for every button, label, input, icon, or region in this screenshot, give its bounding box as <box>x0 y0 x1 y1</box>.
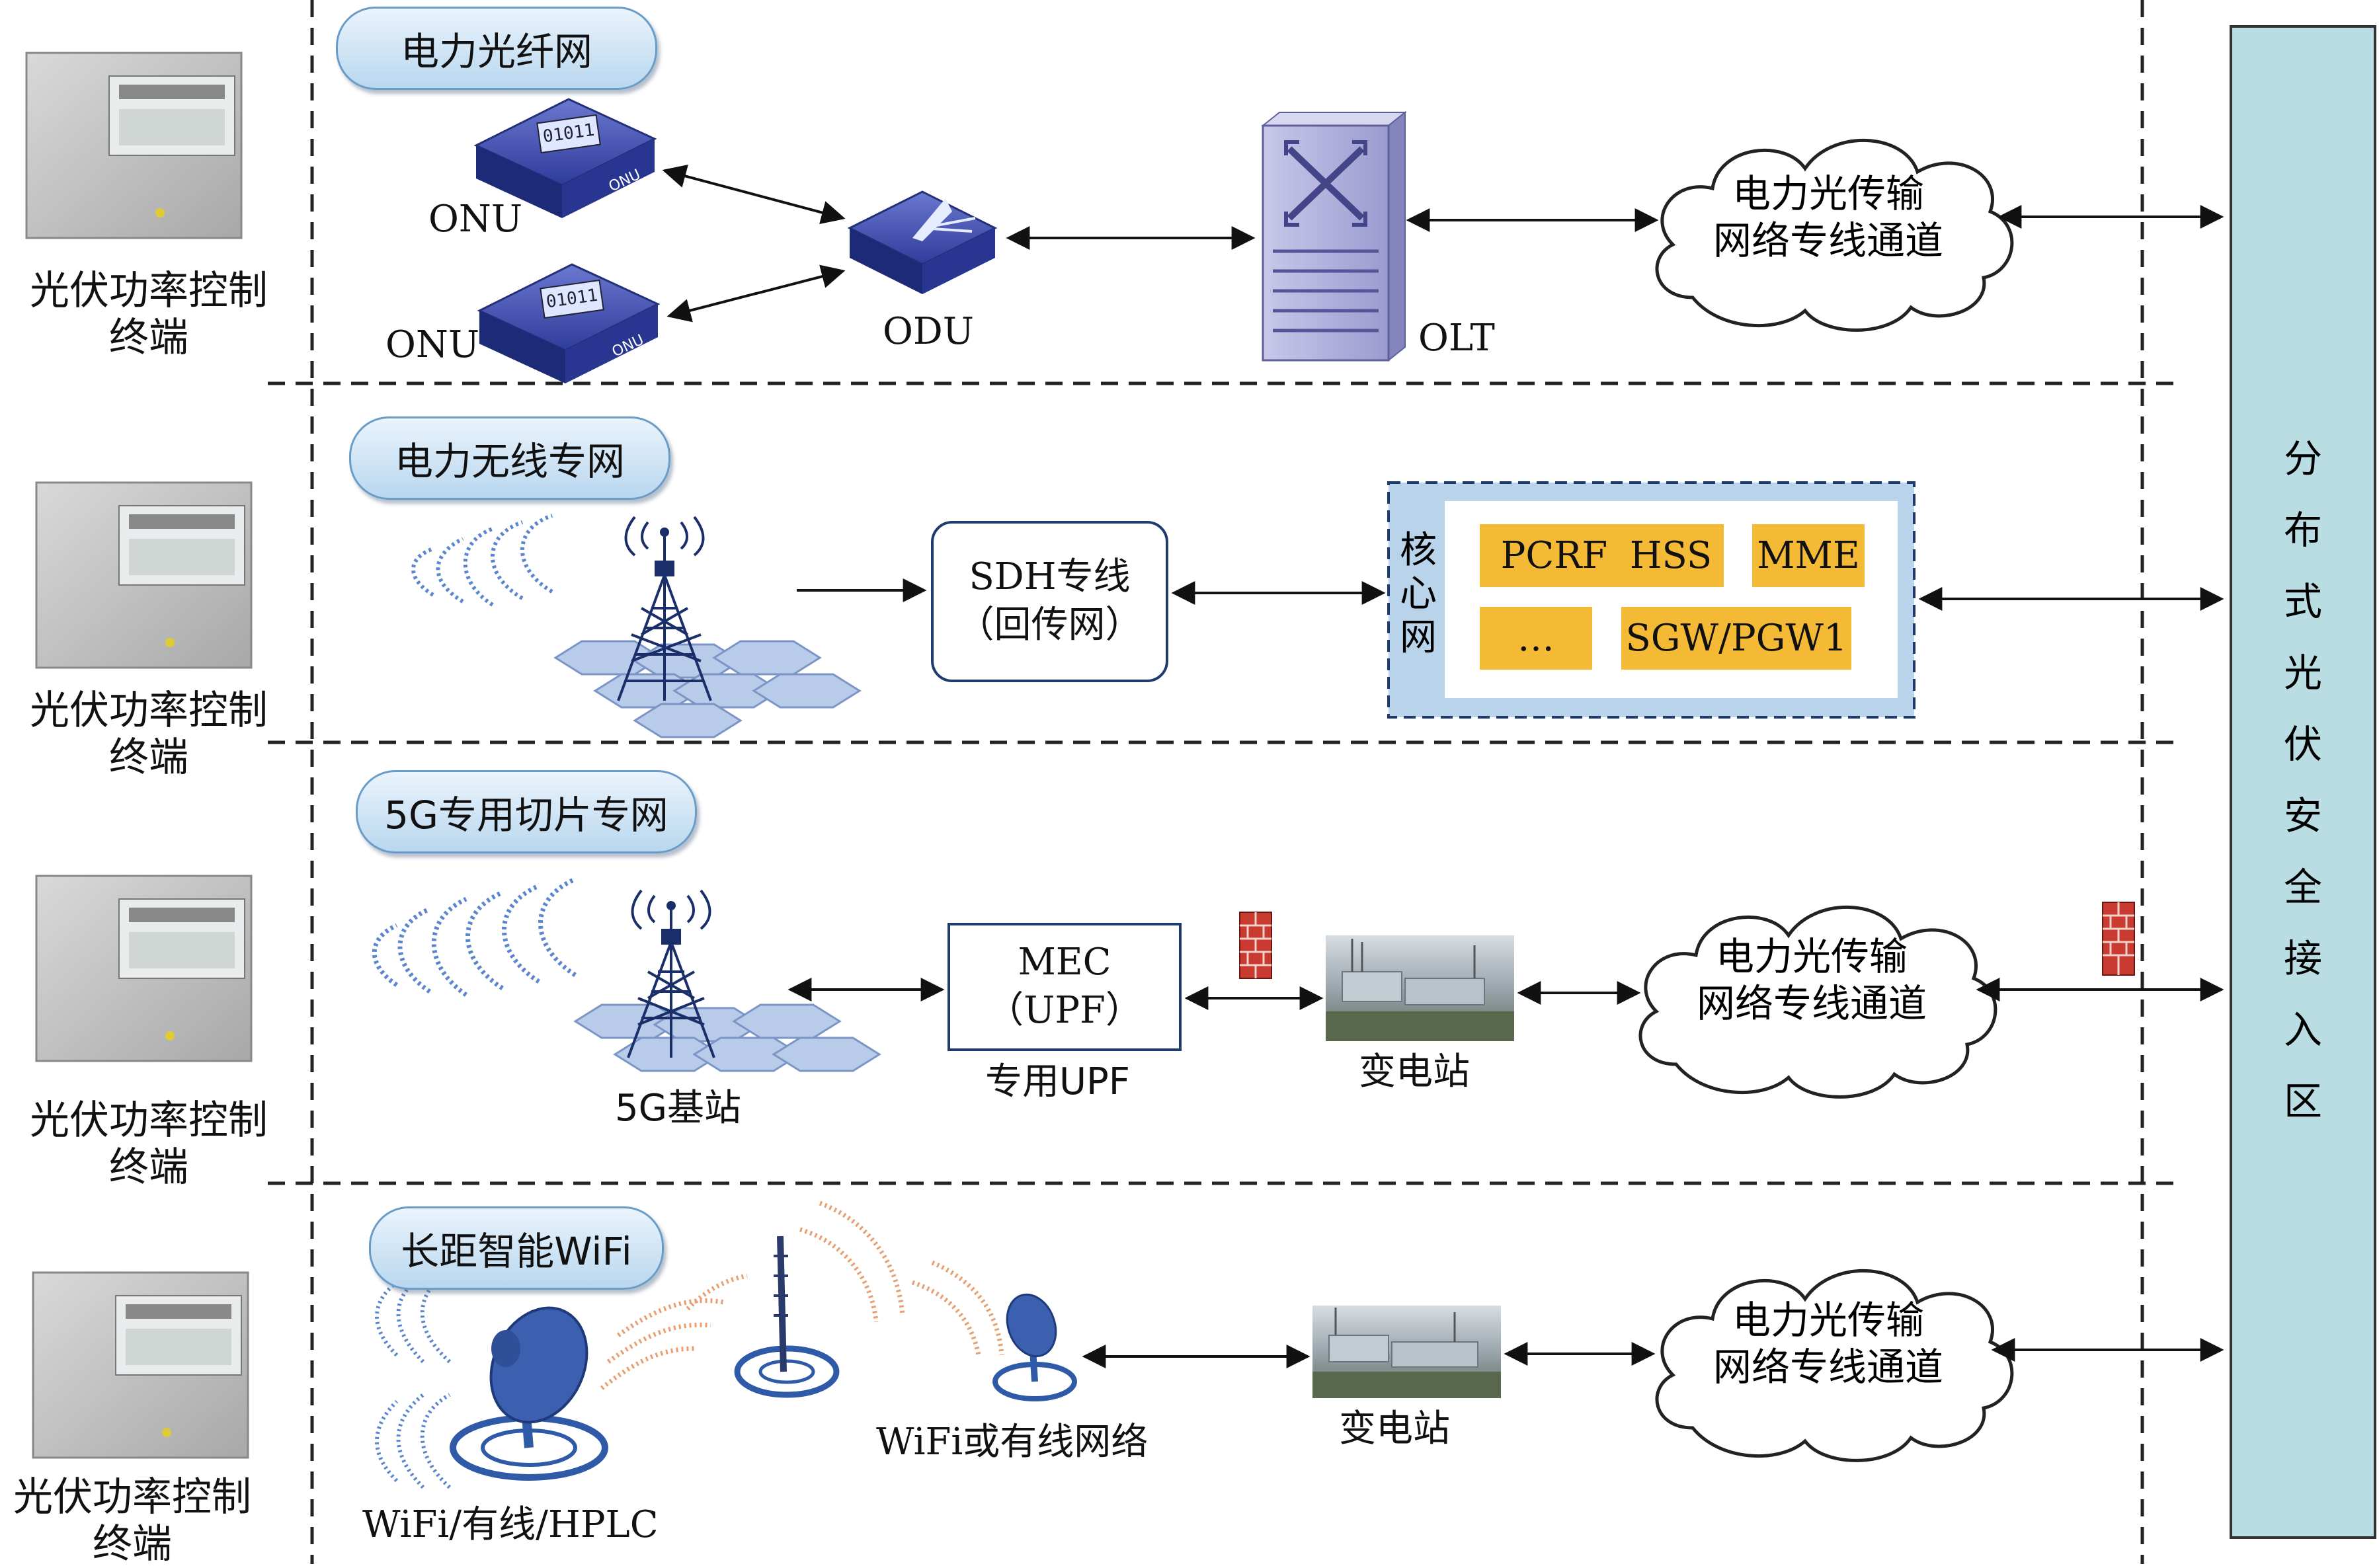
core-item-hss: HSS <box>1618 524 1724 587</box>
cloud-text-1: 电力光传输 网络专线通道 <box>1713 171 1943 263</box>
cloud-text-3: 电力光传输 网络专线通道 <box>1713 1298 1943 1390</box>
firewall-icon-2 <box>2102 902 2135 976</box>
terminal-device-1 <box>25 52 243 239</box>
5g-base-station <box>573 889 881 1072</box>
wireless-base-station <box>553 516 862 738</box>
olt-device <box>1261 110 1407 362</box>
label-onu-top: ONU <box>428 198 523 241</box>
label-wifi-local: WiFi/有线/HPLC <box>362 1503 659 1546</box>
sdh-box-border <box>931 521 1168 682</box>
secure-zone-title: 分 布 式 光 伏 安 全 接 入 区 <box>2283 436 2322 1124</box>
section-title-wireless: 电力无线专网 <box>349 416 670 500</box>
signal-waves-wireless <box>411 514 553 607</box>
core-item-ellipsis: … <box>1480 607 1592 670</box>
wifi-waves-orange <box>600 1200 1004 1390</box>
label-odu: ODU <box>883 310 975 353</box>
label-onu-bottom: ONU <box>385 323 480 366</box>
terminal-device-3 <box>35 875 253 1062</box>
substation-photo-2 <box>1312 1306 1501 1398</box>
terminal-label-4: 光伏功率控制 终端 <box>13 1474 251 1567</box>
sdh-line-1: SDH专线 <box>969 555 1131 599</box>
mec-box: MEC （UPF） <box>950 925 1179 1048</box>
wifi-waves-left <box>375 1267 452 1489</box>
label-substation-2: 变电站 <box>1339 1407 1450 1450</box>
terminal-label-1: 光伏功率控制 终端 <box>30 268 268 361</box>
sdh-box: SDH专线 （回传网） <box>934 529 1166 674</box>
label-5g-station: 5G基站 <box>615 1087 742 1130</box>
substation-photo-1 <box>1326 935 1514 1041</box>
cloud-shape-1 <box>1655 139 2014 332</box>
terminal-device-2 <box>35 481 253 669</box>
onu-device-top: 01011 ONU <box>473 98 657 218</box>
sdh-line-2: （回传网） <box>957 604 1143 647</box>
wifi-dish-remote <box>992 1293 1077 1401</box>
section-title-wifi: 长距智能WiFi <box>369 1206 664 1290</box>
cloud-shape-2 <box>1638 906 1997 1099</box>
label-substation-1: 变电站 <box>1359 1050 1470 1093</box>
label-dedicated-upf: 专用UPF <box>985 1060 1130 1103</box>
mec-line-1: MEC <box>1018 941 1111 984</box>
onu-device-bottom: 01011 ONU <box>477 263 661 383</box>
arrow-onu-bottom-odu <box>666 264 846 323</box>
mec-line-2: （UPF） <box>987 989 1143 1032</box>
label-olt: OLT <box>1418 317 1495 360</box>
cloud-shape-3 <box>1655 1269 2014 1462</box>
core-item-sgw-pgw: SGW/PGW1 <box>1621 607 1851 670</box>
terminal-label-3: 光伏功率控制 终端 <box>30 1097 268 1191</box>
section-title-fiber: 电力光纤网 <box>336 7 657 90</box>
arrow-onu-top-odu <box>662 164 846 225</box>
signal-waves-5g <box>372 877 577 997</box>
mec-box-border <box>948 923 1182 1051</box>
odu-device <box>847 190 998 294</box>
core-item-pcrf: PCRF <box>1480 524 1629 587</box>
core-network-label: 核 心 网 <box>1400 529 1437 659</box>
terminal-device-4 <box>32 1271 249 1459</box>
terminal-label-2: 光伏功率控制 终端 <box>30 687 268 781</box>
section-title-5g-slice: 5G专用切片专网 <box>356 770 697 853</box>
cloud-text-2: 电力光传输 网络专线通道 <box>1696 934 1927 1026</box>
wifi-dish-local <box>450 1306 608 1481</box>
firewall-icon-1 <box>1239 912 1272 979</box>
label-wifi-remote: WiFi或有线网络 <box>876 1421 1149 1464</box>
wifi-relay-mast <box>734 1235 840 1398</box>
secure-zone-bar <box>2230 25 2376 1539</box>
core-item-mme: MME <box>1752 524 1865 587</box>
